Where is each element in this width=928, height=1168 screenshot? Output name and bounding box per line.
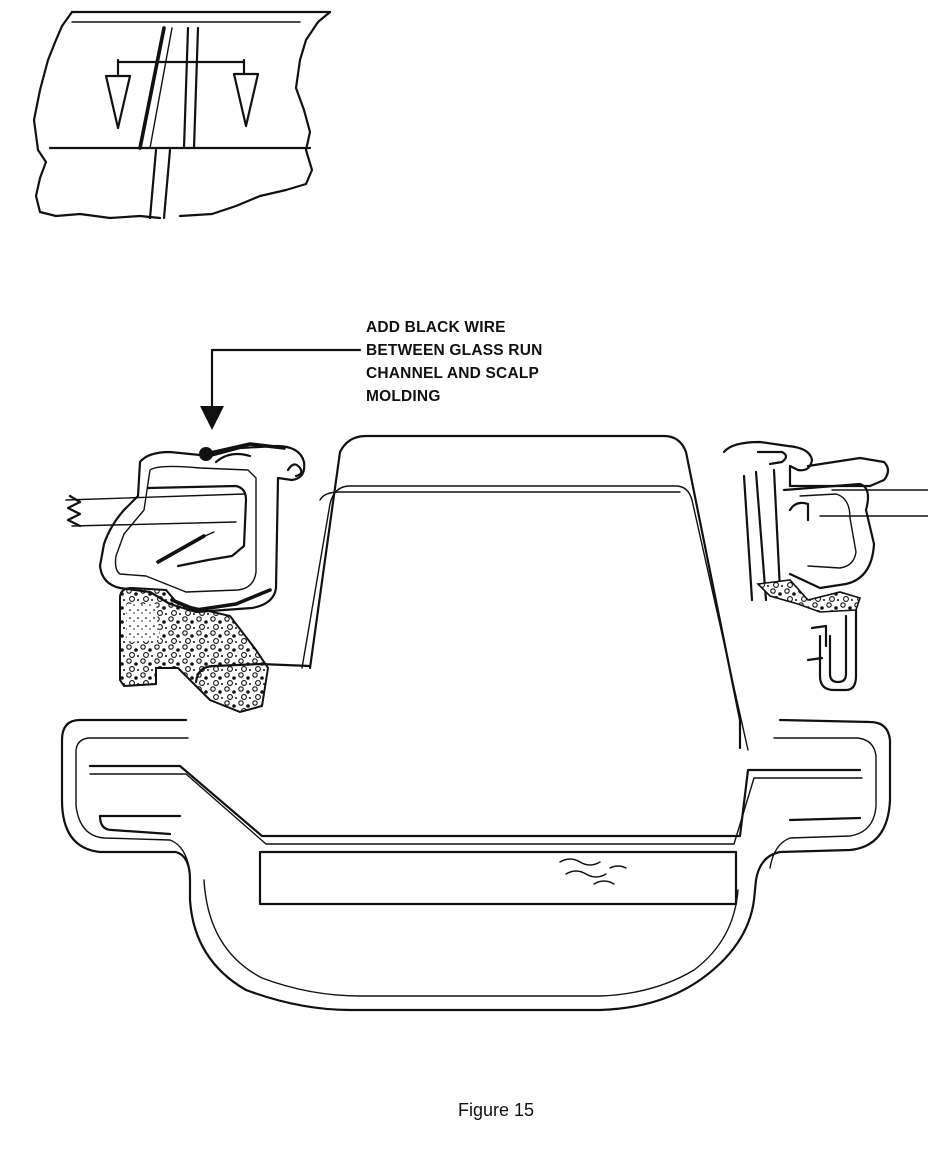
right-seal-assembly	[722, 440, 928, 692]
left-seal-assembly	[65, 442, 312, 714]
figure-caption: Figure 15	[458, 1100, 535, 1120]
callout-line-4: MOLDING	[366, 388, 441, 405]
door-body-outline	[60, 434, 892, 1012]
location-inset-view	[32, 10, 332, 220]
callout-leader-arrow	[200, 348, 362, 430]
callout-line-1: ADD BLACK WIRE	[366, 319, 506, 336]
callout-line-2: BETWEEN GLASS RUN	[366, 342, 543, 359]
callout-line-3: CHANNEL AND SCALP	[366, 365, 540, 382]
callout-text: ADD BLACK WIRE BETWEEN GLASS RUN CHANNEL…	[366, 316, 606, 408]
